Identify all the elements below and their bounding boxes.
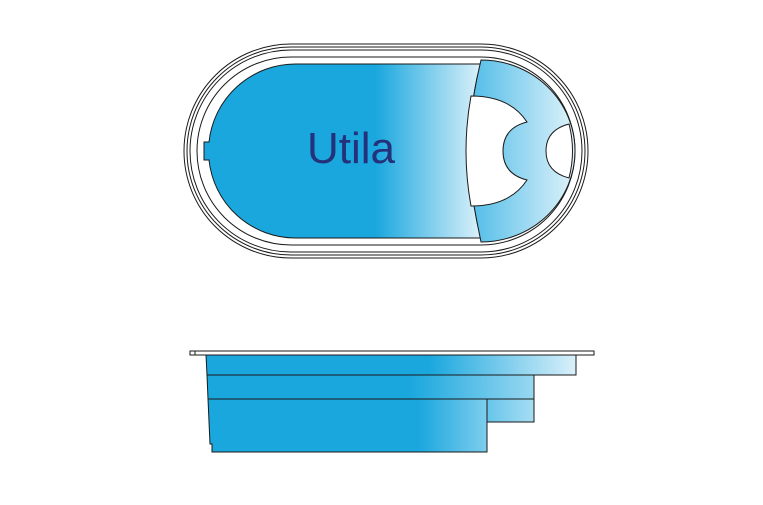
- step-level-3: [486, 398, 535, 423]
- coping-lip: [189, 350, 595, 356]
- bench-cutout: [465, 95, 528, 207]
- coping-ring-2: [186, 46, 586, 256]
- end-seat-cutout: [545, 123, 573, 179]
- coping-outer-ring: [183, 43, 589, 259]
- side-view: [189, 350, 595, 453]
- deep-section: [207, 398, 488, 453]
- coping-ring-3: [189, 49, 583, 253]
- top-view: Utila: [183, 43, 589, 259]
- pool-name-label: Utila: [307, 124, 396, 173]
- step-level-1: [205, 354, 577, 376]
- step-level-2: [206, 374, 535, 400]
